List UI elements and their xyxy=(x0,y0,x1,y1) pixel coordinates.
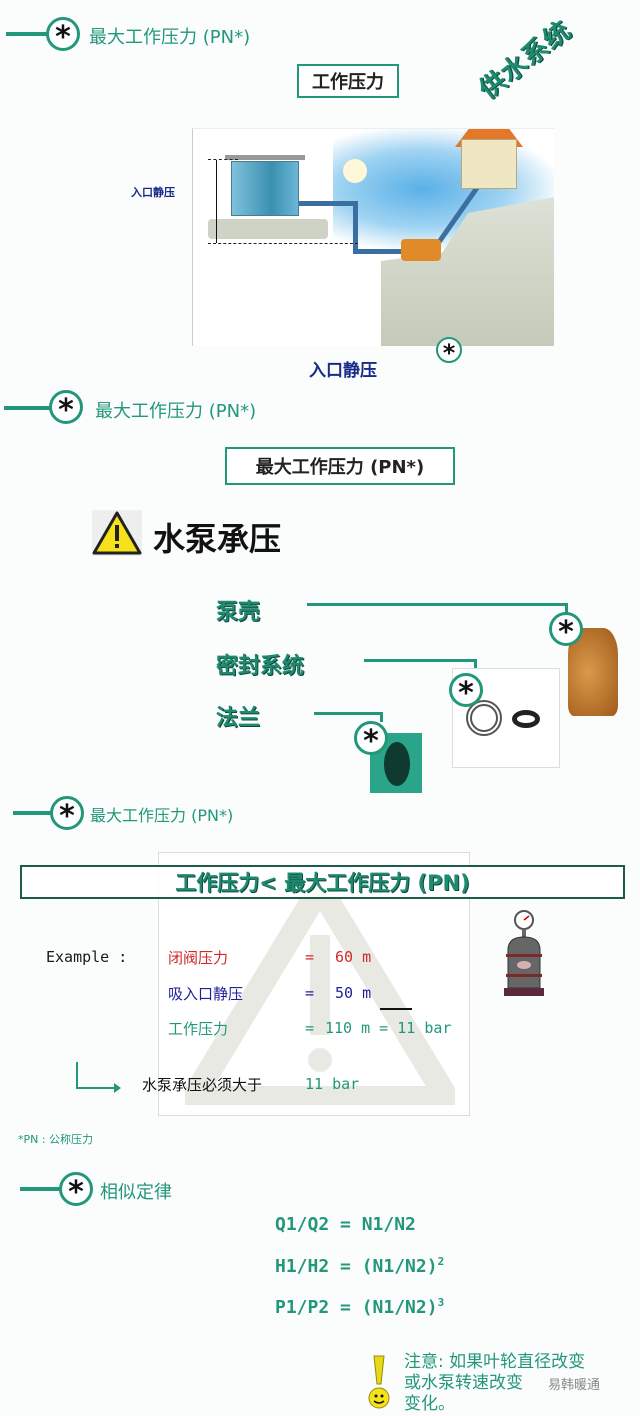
connector-line xyxy=(364,659,476,662)
conclusion-text: 水泵承压必须大于 xyxy=(142,1076,263,1094)
house-icon xyxy=(461,139,517,189)
connector-line xyxy=(314,712,382,715)
label-box-working-pressure: 工作压力 xyxy=(297,64,399,98)
arrow-head-icon xyxy=(114,1083,121,1093)
bullet-line xyxy=(4,406,52,410)
dashed-level-top xyxy=(208,159,238,160)
footnote: *PN : 公称压力 xyxy=(18,1133,94,1146)
part-label-seal: 密封系统 xyxy=(216,654,305,679)
row-value-working-pressure: 110 m = 11 bar xyxy=(325,1019,452,1037)
label-box-max-pressure: 最大工作压力 (PN*) xyxy=(225,447,455,485)
pump-icon xyxy=(401,239,441,261)
connector-line xyxy=(565,603,568,615)
arrow-icon xyxy=(76,1087,116,1089)
section-heading: 最大工作压力 (PN*) xyxy=(89,27,251,48)
connector-line xyxy=(380,712,383,722)
warning-title: 水泵承压 xyxy=(153,520,282,558)
connector-line xyxy=(474,659,477,671)
bullet-line xyxy=(13,811,53,815)
asterisk-bullet-icon: * xyxy=(354,721,388,757)
asterisk-bullet-icon: * xyxy=(549,612,583,648)
asterisk-bullet-icon: * xyxy=(49,390,83,426)
flange-bore xyxy=(384,742,410,786)
mechanical-seal-spring-icon xyxy=(466,700,502,736)
illustration-caption: 入口静压 xyxy=(309,361,377,381)
asterisk-bullet-icon: * xyxy=(59,1172,93,1208)
part-label-flange: 法兰 xyxy=(216,706,261,731)
pipe xyxy=(299,201,357,206)
warning-icon xyxy=(92,510,142,556)
section-heading: 最大工作压力 (PN*) xyxy=(90,806,234,825)
asterisk-bullet-icon: * xyxy=(50,796,84,832)
comparison-banner: 工作压力< 最大工作压力 (PN) xyxy=(20,865,625,899)
pump-casing-icon xyxy=(568,628,618,716)
asterisk-bullet-icon: * xyxy=(449,673,483,709)
row-eq: = xyxy=(305,948,315,966)
part-label-casing: 泵壳 xyxy=(216,600,261,625)
section-heading: 相似定律 xyxy=(100,1182,172,1203)
connector-line xyxy=(307,603,567,606)
row-eq: = xyxy=(305,984,315,1002)
row-name-working-pressure: 工作压力 xyxy=(168,1020,229,1038)
asterisk-bullet-icon: * xyxy=(46,17,80,53)
dashed-level-bottom xyxy=(208,243,358,244)
row-name-closed-valve: 闭阀压力 xyxy=(168,949,229,967)
tank-lid xyxy=(225,155,305,160)
asterisk-bullet-icon: * xyxy=(436,337,462,365)
pipe xyxy=(353,249,405,254)
pipe xyxy=(353,201,358,253)
row-value-closed-valve: 60 m xyxy=(335,948,372,966)
pressure-vessel-icon xyxy=(504,910,544,996)
sun-icon xyxy=(343,159,367,183)
note-text: 注意: 如果叶轮直径改变 或水泵转速改变 变化。 xyxy=(404,1352,586,1414)
watermark-warning-icon xyxy=(185,880,455,1105)
height-arrow xyxy=(216,160,217,243)
section-heading: 最大工作压力 (PN*) xyxy=(95,401,257,422)
bullet-line xyxy=(20,1187,62,1191)
tank-ground xyxy=(208,219,328,239)
mechanical-seal-ring-icon xyxy=(512,710,540,728)
conclusion-value: 11 bar xyxy=(305,1075,360,1093)
sum-bar xyxy=(380,1008,412,1010)
example-label: Example : xyxy=(46,948,128,966)
row-name-suction-static: 吸入口静压 xyxy=(168,985,244,1003)
diagonal-title: 供水系统 xyxy=(473,15,578,106)
watermark: 易韩暖通 xyxy=(548,1378,601,1393)
arrow-icon xyxy=(76,1062,78,1088)
smiley-exclamation-icon xyxy=(368,1355,390,1409)
water-tank xyxy=(231,161,299,216)
inlet-static-pressure-label: 入口静压 xyxy=(131,186,175,199)
row-value-suction-static: 50 m xyxy=(335,984,372,1002)
formula-head: H1/H2 = (N1/N2)2 xyxy=(275,1255,445,1277)
formula-power: P1/P2 = (N1/N2)3 xyxy=(275,1296,445,1318)
water-supply-illustration xyxy=(192,128,554,346)
bullet-line xyxy=(6,32,50,36)
row-eq: = xyxy=(305,1019,315,1037)
formula-flow: Q1/Q2 = N1/N2 xyxy=(275,1214,416,1235)
